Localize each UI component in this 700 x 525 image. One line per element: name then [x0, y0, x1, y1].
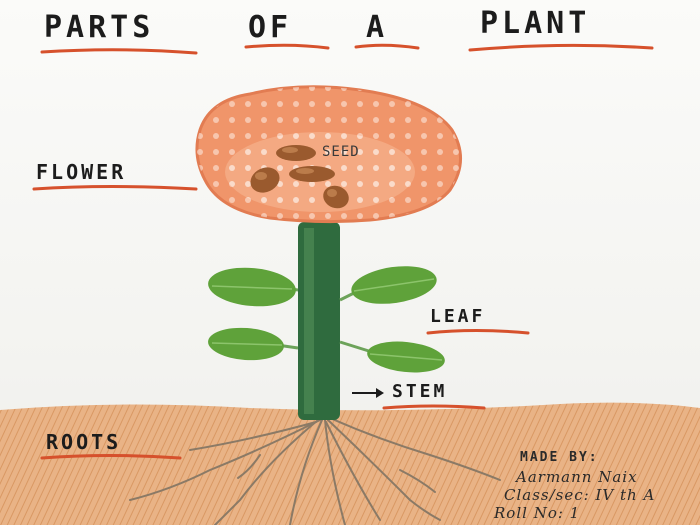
title-underline-of	[244, 43, 330, 50]
roots-underline	[40, 454, 182, 460]
label-seed: SEED	[322, 144, 360, 160]
seeds-drawing	[250, 145, 349, 209]
title-word-parts: PARTS	[44, 10, 155, 45]
label-stem: STEM	[392, 381, 448, 402]
credit-made-by: MADE BY:	[520, 450, 599, 465]
title-word-plant: PLANT	[480, 6, 591, 41]
soil-area	[0, 402, 700, 525]
title-underline-plant	[468, 43, 654, 52]
title-word-a: A	[366, 10, 389, 45]
stem-underline	[382, 404, 486, 410]
credit-roll: Roll No: 1	[494, 504, 581, 522]
roots-drawing	[129, 417, 501, 525]
flower-underline	[32, 185, 198, 191]
title-underline-a	[354, 43, 420, 50]
title-underline-parts	[40, 48, 198, 55]
credit-class: Class/sec: IV th A	[504, 486, 656, 504]
leaf-underline	[426, 329, 530, 335]
label-flower: FLOWER	[36, 160, 127, 184]
label-roots: ROOTS	[46, 430, 122, 454]
credit-name: Aarmann Naix	[516, 468, 638, 486]
title-word-of: OF	[248, 10, 293, 45]
leaves-drawing	[208, 266, 445, 373]
label-leaf: LEAF	[430, 306, 486, 327]
